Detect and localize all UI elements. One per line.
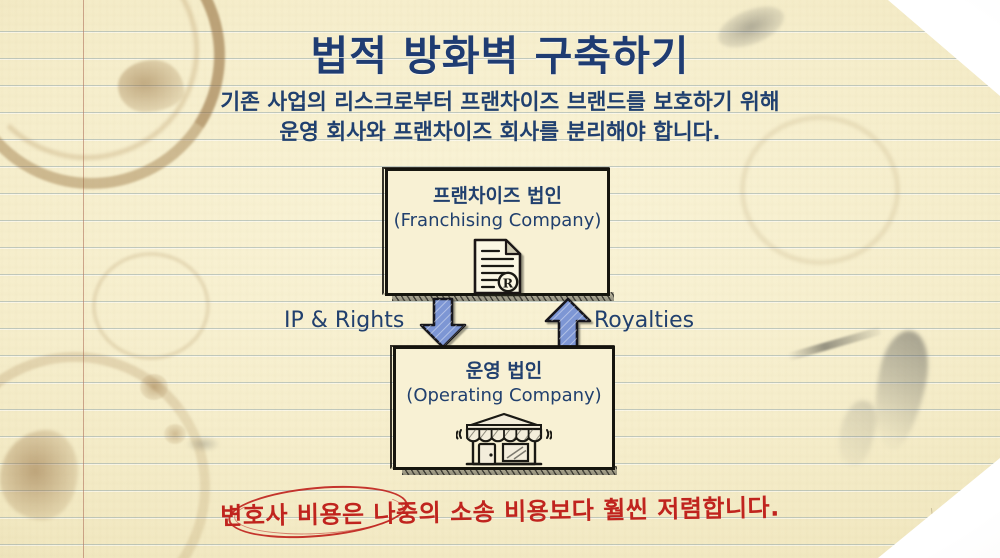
operating-company-box[interactable]: 운영 법인 (Operating Company) (390, 345, 615, 470)
franchising-company-box[interactable]: 프랜차이즈 법인 (Franchising Company) (382, 167, 610, 297)
page-title: 법적 방화벽 구축하기 (310, 32, 690, 80)
franchising-company-title-en: (Franchising Company) (393, 210, 602, 231)
page-subtitle-line-1: 기존 사업의 리스크로부터 프랜차이즈 브랜드를 보호하기 위해 (220, 90, 780, 115)
ip-rights-label: IP & Rights (284, 308, 405, 333)
storefront-icon (396, 410, 612, 468)
royalties-label: Royalties (594, 308, 695, 333)
arrow-down-icon (416, 297, 470, 354)
margin-line (83, 0, 84, 558)
page-subtitle-line-2: 운영 회사와 프랜차이즈 회사를 분리해야 합니다. (279, 120, 721, 145)
operating-company-title-en: (Operating Company) (406, 385, 602, 406)
operating-company-title-ko: 운영 법인 (465, 360, 543, 382)
franchising-company-title-ko: 프랜차이즈 법인 (433, 185, 562, 207)
svg-text:R: R (502, 276, 513, 291)
document-trademark-icon: R (388, 237, 607, 297)
page-subtitle: 기존 사업의 리스크로부터 프랜차이즈 브랜드를 보호하기 위해 운영 회사와 … (0, 88, 1000, 148)
